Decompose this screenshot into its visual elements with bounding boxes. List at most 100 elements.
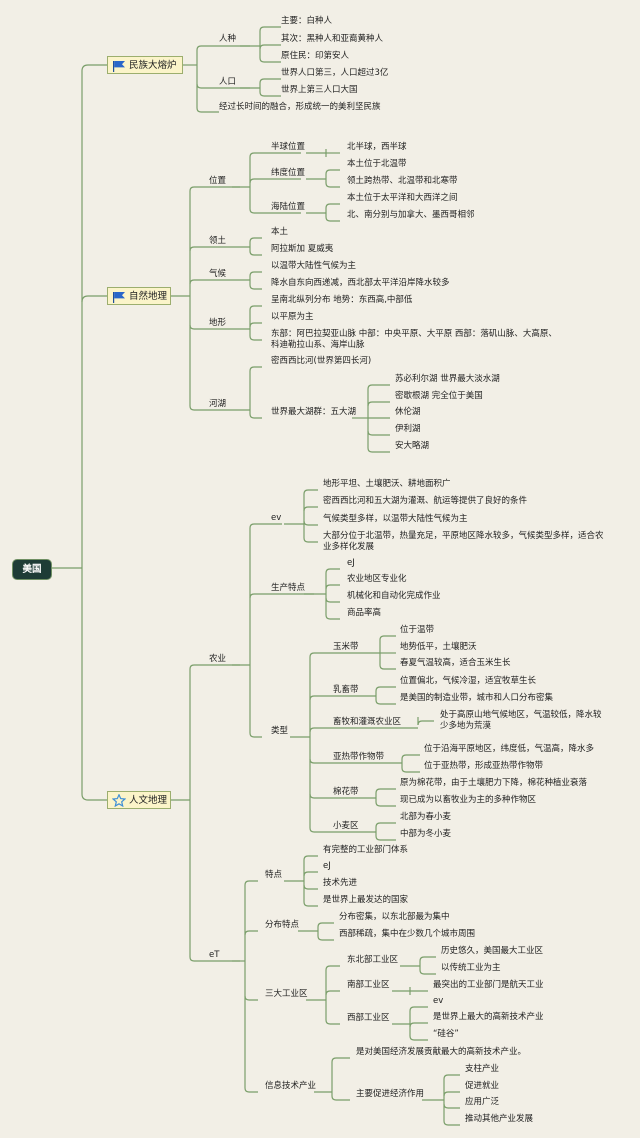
node-text[interactable]: 是美国的制造业带，城市和人口分布密集 [400, 693, 554, 703]
node-distribution[interactable]: 分布特点 [265, 920, 300, 930]
node-subtropical-belt[interactable]: 亚热带作物带 [333, 752, 385, 762]
node-text[interactable]: 位置偏北，气候冷湿，适宜牧草生长 [400, 676, 537, 686]
node-text[interactable]: 本土 [271, 227, 289, 237]
node-text[interactable]: 推动其他产业发展 [465, 1114, 534, 1124]
node-text[interactable]: 原住民：印第安人 [281, 51, 350, 61]
node-text[interactable]: 经过长时间的融合，形成统一的美利坚民族 [219, 102, 381, 112]
node-text[interactable]: 促进就业 [465, 1081, 500, 1091]
node-climate[interactable]: 气候 [209, 269, 227, 279]
node-text[interactable]: 历史悠久，美国最大工业区 [441, 946, 544, 956]
connector-line [259, 44, 281, 50]
node-text[interactable]: 密西西比河(世界第四长河) [271, 356, 372, 366]
node-text[interactable]: 半球位置 [271, 142, 306, 152]
node-text[interactable]: 最突出的工业部门是航天工业 [433, 980, 544, 990]
root-topic[interactable]: 美国 [12, 559, 52, 580]
node-text[interactable]: 北半球，西半球 [347, 142, 407, 152]
node-text[interactable]: 世界人口第三，人口超过3亿 [281, 68, 389, 78]
node-text[interactable]: 纬度位置 [271, 168, 306, 178]
connector-line [367, 447, 390, 453]
node-text[interactable]: 应用广泛 [465, 1097, 500, 1107]
node-text[interactable]: 分布密集，以东北部最为集中 [339, 912, 450, 922]
node-northeast-region[interactable]: 东北部工业区 [347, 955, 399, 965]
node-race[interactable]: 人种 [219, 34, 237, 44]
node-text[interactable]: 世界上第三人口大国 [281, 85, 358, 95]
node-text[interactable]: 地势低平，土壤肥沃 [400, 642, 477, 652]
node-wheat-area[interactable]: 小麦区 [333, 821, 359, 831]
node-corn-belt[interactable]: 玉米带 [333, 642, 359, 652]
node-livestock-irrigation[interactable]: 畜牧和灌溉农业区 [333, 717, 402, 727]
node-text[interactable]: 以温带大陆性气候为主 [271, 261, 357, 271]
node-text[interactable]: 主要：白种人 [281, 16, 333, 26]
node-text[interactable]: 处于高原山地气候地区，气温较低，降水较少多地为荒漠 [440, 710, 602, 731]
node-features[interactable]: 特点 [265, 870, 283, 880]
node-text[interactable]: 海陆位置 [271, 202, 306, 212]
node-text[interactable]: 苏必利尔湖 世界最大淡水湖 [395, 374, 500, 384]
node-text[interactable]: 机械化和自动化完成作业 [347, 591, 441, 601]
connector-line [189, 956, 240, 962]
node-it-industry[interactable]: 信息技术产业 [265, 1081, 317, 1091]
node-dairy-belt[interactable]: 乳畜带 [333, 685, 359, 695]
node-agriculture[interactable]: 农业 [209, 654, 227, 664]
node-text[interactable]: 位于温带 [400, 625, 435, 635]
node-industry[interactable]: eT [209, 950, 220, 960]
node-text[interactable]: 现已成为以畜牧业为主的多种作物区 [400, 795, 537, 805]
node-terrain[interactable]: 地形 [209, 318, 227, 328]
node-economic-role[interactable]: 主要促进经济作用 [356, 1089, 425, 1099]
node-text[interactable]: 中部为冬小麦 [400, 829, 452, 839]
connector-line [309, 727, 398, 733]
node-text[interactable]: 农业地区专业化 [347, 574, 407, 584]
node-text[interactable]: 其次：黑种人和亚裔黄种人 [281, 34, 384, 44]
node-west-region[interactable]: 西部工业区 [347, 1013, 390, 1023]
node-text[interactable]: 西部稀疏，集中在少数几个城市周围 [339, 929, 476, 939]
node-text[interactable]: 休伦湖 [395, 407, 421, 417]
node-text[interactable]: 北部为春小麦 [400, 812, 452, 822]
node-text[interactable]: 以平原为主 [271, 312, 314, 322]
node-territory[interactable]: 领土 [209, 236, 227, 246]
node-text[interactable]: 密歇根湖 完全位于美国 [395, 391, 483, 401]
node-great-lakes[interactable]: 世界最大湖群：五大湖 [271, 407, 357, 417]
node-text[interactable]: 是世界上最大的高新技术产业 [433, 1012, 544, 1022]
node-text[interactable]: 本土位于太平洋和大西洋之间 [347, 193, 458, 203]
node-text[interactable]: eJ [347, 558, 355, 568]
node-text[interactable]: 呈南北纵列分布 地势：东西高,中部低 [271, 295, 413, 305]
node-text[interactable]: 商品率高 [347, 608, 382, 618]
node-text[interactable]: 生产特点 [271, 583, 306, 593]
node-text[interactable]: 伊利湖 [395, 424, 421, 434]
node-text[interactable]: 原为棉花带，由于土壤肥力下降，棉花种植业衰落 [400, 778, 588, 788]
connector-line [303, 489, 318, 495]
node-text[interactable]: 安大略湖 [395, 441, 430, 451]
node-text[interactable]: 是世界上最发达的国家 [323, 895, 409, 905]
node-rivers-lakes[interactable]: 河湖 [209, 399, 227, 409]
node-text[interactable]: 密西西比河和五大湖为灌溉、航运等提供了良好的条件 [323, 496, 528, 506]
topic-ethnic-melting-pot[interactable]: 民族大熔炉 [107, 56, 183, 74]
node-text[interactable]: 技术先进 [323, 878, 358, 888]
node-population[interactable]: 人口 [219, 77, 237, 87]
node-cotton-belt[interactable]: 棉花带 [333, 787, 359, 797]
node-text[interactable]: 领土跨热带、北温带和北寒带 [347, 176, 458, 186]
node-text[interactable]: 有完整的工业部门体系 [323, 845, 409, 855]
node-text[interactable]: “硅谷” [433, 1029, 459, 1039]
node-text[interactable]: 气候类型多样，以温带大陆性气候为主 [323, 514, 468, 524]
node-text[interactable]: 东部：阿巴拉契亚山脉 中部：中央平原、大平原 西部：落矶山脉、大高原、科迪勒拉山… [271, 329, 557, 350]
node-text[interactable]: 地形平坦、土壤肥沃、耕地面积广 [323, 479, 451, 489]
node-text[interactable]: 以传统工业为主 [441, 963, 501, 973]
node-text[interactable]: 降水自东向西递减，西北部太平洋沿岸降水较多 [271, 278, 450, 288]
node-farming-types[interactable]: 类型 [271, 726, 289, 736]
node-text[interactable]: eJ [323, 861, 331, 871]
node-text[interactable]: 是对美国经济发展贡献最大的高新技术产业。 [356, 1047, 527, 1057]
node-text[interactable]: ev [271, 513, 282, 523]
node-text[interactable]: 北、南分别与加拿大、墨西哥相邻 [347, 210, 475, 220]
node-text[interactable]: 位于亚热带，形成亚热带作物带 [424, 761, 544, 771]
topic-human-geography[interactable]: 人文地理 [107, 791, 171, 809]
node-text[interactable]: ev [433, 996, 444, 1006]
node-text[interactable]: 位于沿海平原地区，纬度低，气温高，降水多 [424, 744, 595, 754]
node-text[interactable]: 大部分位于北温带，热量充足，平原地区降水较多，气候类型多样，适合农业多样化发展 [323, 531, 604, 552]
node-three-industrial-regions[interactable]: 三大工业区 [265, 989, 308, 999]
node-location[interactable]: 位置 [209, 176, 227, 186]
topic-physical-geography[interactable]: 自然地理 [107, 287, 171, 305]
node-text[interactable]: 春夏气温较高，适合玉米生长 [400, 658, 511, 668]
node-south-region[interactable]: 南部工业区 [347, 980, 390, 990]
node-text[interactable]: 阿拉斯加 夏威夷 [271, 244, 334, 254]
node-text[interactable]: 支柱产业 [465, 1064, 500, 1074]
node-text[interactable]: 本土位于北温带 [347, 159, 407, 169]
